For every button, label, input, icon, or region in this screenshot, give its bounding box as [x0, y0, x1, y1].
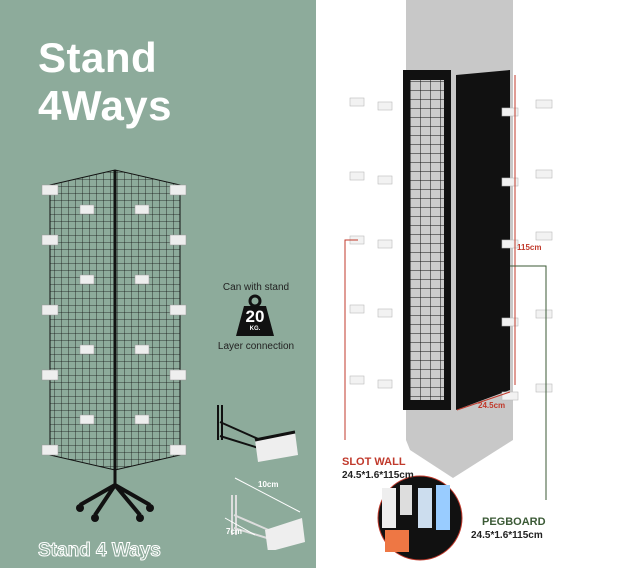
weight-icon — [236, 294, 274, 336]
slot-wall-size: 24.5*1.6*115cm — [342, 470, 414, 481]
page-title: Stand 4Ways — [38, 34, 172, 130]
hook-images — [217, 405, 305, 550]
title-line-2: 4Ways — [38, 82, 173, 129]
weight-unit: KG. — [249, 326, 261, 332]
spinner-stand-image — [41, 169, 187, 522]
weight-value: 20 — [245, 307, 265, 326]
pegboard-size: 24.5*1.6*115cm — [471, 530, 543, 541]
column-display-image — [344, 0, 553, 561]
height-dimension: 115cm — [517, 243, 542, 252]
title-line-1: Stand — [38, 34, 158, 81]
hook-width: 7cm — [226, 527, 243, 536]
slot-wall-label: SLOT WALL — [342, 456, 406, 468]
bottom-title: Stand 4 Ways — [38, 540, 162, 562]
width-dimension: 24.5cm — [478, 401, 506, 410]
weight-bottom-label: Layer connection — [217, 341, 295, 352]
pegboard-label: PEGBOARD — [482, 516, 546, 528]
weight-top-label: Can with stand — [222, 282, 290, 293]
hook-length: 10cm — [258, 480, 279, 489]
